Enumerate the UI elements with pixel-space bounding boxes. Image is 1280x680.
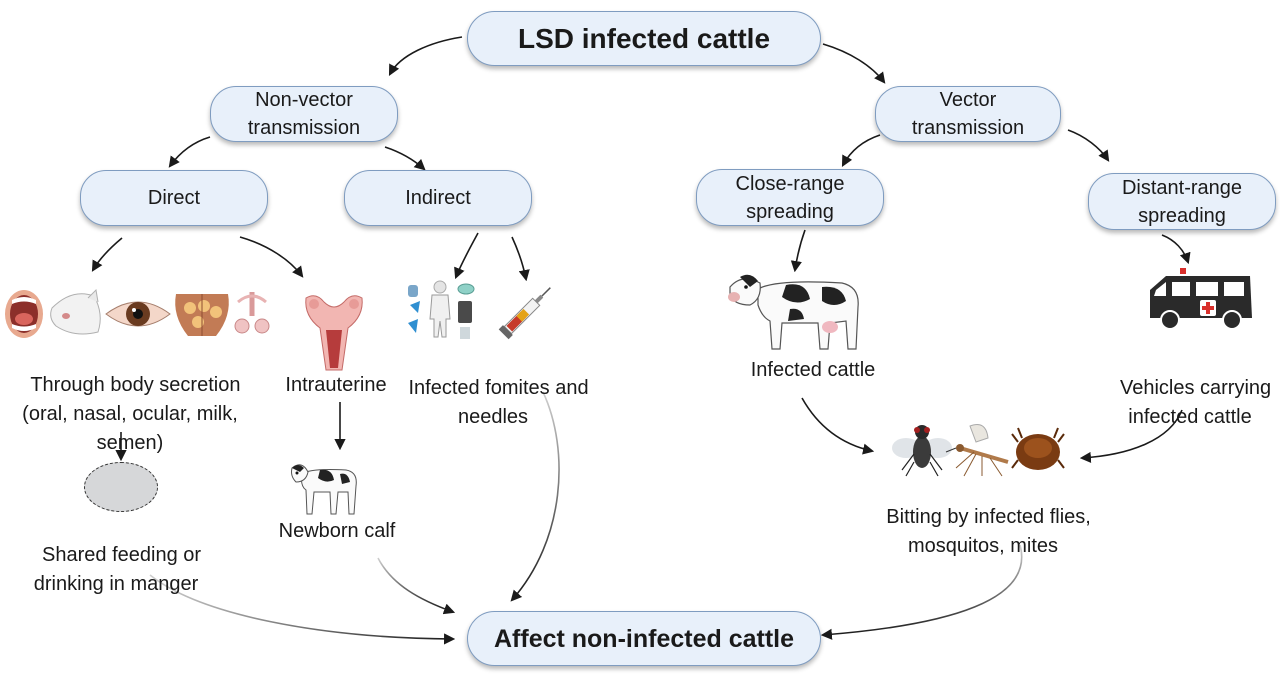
label-intrauterine-text: Intrauterine [285,374,387,396]
arrow-direct-to-intrauterine [239,236,304,278]
arrow-nonvector-to-indirect [384,146,426,171]
arrow-calf-to-target [377,557,456,615]
label-body-secretion-text: Through body secretion (oral, nasal, ocu… [22,374,241,454]
node-indirect: Indirect [344,170,532,226]
arrow-cattle-to-vectors [801,397,875,455]
label-biting: Bitting by infected flies, mosquitos, mi… [860,474,1106,561]
mammary-gland-icon [175,294,229,336]
label-fomites: Infected fomites and needles [382,345,604,432]
label-newborn-calf: Newborn calf [262,517,412,546]
node-target-label: Affect non-infected cattle [493,624,795,653]
secretion-icons [5,288,270,338]
node-non-vector-label: Non-vector transmission [247,89,361,139]
label-intrauterine: Intrauterine [276,371,396,400]
vector-insects-icons [892,424,1065,477]
arrow-vehicles-to-vectors [1079,409,1183,464]
label-infected-cattle-text: Infected cattle [750,359,876,381]
arrow-biting-to-target [820,544,1023,640]
syringe-icon [498,287,551,340]
label-newborn-calf-text: Newborn calf [278,520,396,542]
arrow-indirect-to-ppe [454,232,479,280]
node-direct: Direct [80,170,268,226]
label-fomites-text: Infected fomites and needles [408,377,589,428]
label-body-secretion: Through body secretion (oral, nasal, ocu… [2,342,258,458]
node-close-range-label: Close-range spreading [735,172,845,223]
calf-icon [291,464,357,515]
node-root-label: LSD infected cattle [517,22,771,54]
label-shared-feeding-text: Shared feeding or drinking in manger [33,544,202,595]
node-close-range: Close-range spreading [696,169,884,226]
node-target: Affect non-infected cattle [467,611,821,666]
label-biting-text: Bitting by infected flies, mosquitos, mi… [886,506,1091,557]
mosquito-icon [945,424,1009,477]
node-root: LSD infected cattle [467,11,821,66]
node-distant-range-label: Distant-range spreading [1121,176,1243,227]
uterus-icon [305,295,363,371]
male-reproductive-icon [234,292,270,334]
arrow-indirect-to-syringe [511,236,530,282]
truck-icon [1150,268,1252,330]
node-indirect-label: Indirect [405,187,471,209]
arrow-shared-to-target [149,574,456,645]
node-non-vector: Non-vector transmission [210,86,398,142]
label-infected-cattle: Infected cattle [733,356,893,385]
node-vector-label: Vector transmission [911,89,1025,139]
manger-ellipse [84,462,158,512]
arrow-distant-to-truck [1161,234,1191,265]
arrow-root-to-nonvector [388,36,463,76]
arrow-vector-to-close [841,134,881,167]
ppe-equipment-icon [408,280,475,339]
fly-icon [892,425,952,477]
node-direct-label: Direct [147,187,201,209]
label-vehicles-text: Vehicles carrying infected cattle [1119,377,1272,428]
node-vector: Vector transmission [875,86,1061,142]
label-shared-feeding: Shared feeding or drinking in manger [14,512,218,599]
label-vehicles: Vehicles carrying infected cattle [1100,345,1280,432]
eye-icon [105,301,171,327]
mouth-icon [5,290,43,338]
cow-icon [728,274,859,350]
tick-icon [1011,427,1065,470]
arrow-root-to-vector [822,43,886,84]
arrow-nonvector-to-direct [168,136,211,168]
arrow-fomites-to-target [510,391,560,602]
arrow-vector-to-distant [1067,129,1110,162]
arrow-direct-to-secretion [91,237,123,272]
node-distant-range: Distant-range spreading [1088,173,1276,230]
nose-icon [50,288,101,335]
arrow-close-to-cow [790,229,806,273]
